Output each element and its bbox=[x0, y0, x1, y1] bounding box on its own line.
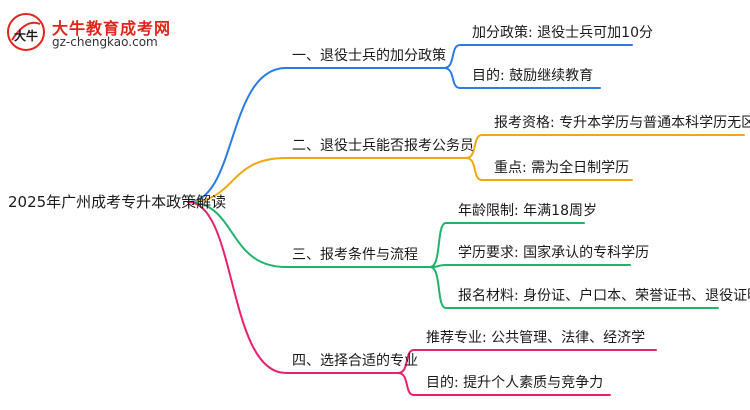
logo-badge-icon: 大牛 bbox=[7, 13, 45, 51]
leaf-connector bbox=[429, 266, 447, 309]
branch-topic: 三、报考条件与流程 bbox=[292, 247, 418, 263]
site-logo[interactable]: 大牛 大牛教育成考网 gz-chengkao.com bbox=[6, 12, 206, 52]
leaf-topic: 推荐专业: 公共管理、法律、经济学 bbox=[426, 330, 646, 346]
logo-url: gz-chengkao.com bbox=[52, 35, 158, 49]
branch-connector bbox=[187, 201, 287, 374]
svg-text:大牛: 大牛 bbox=[14, 28, 38, 43]
branch-connector bbox=[187, 67, 287, 203]
branch-connector bbox=[187, 201, 287, 268]
leaf-connector bbox=[443, 44, 461, 69]
connector-lines bbox=[187, 44, 745, 396]
branch-topic: 四、选择合适的专业 bbox=[292, 353, 418, 369]
leaf-topic: 重点: 需为全日制学历 bbox=[494, 160, 630, 176]
leaf-topic: 年龄限制: 年满18周岁 bbox=[458, 203, 597, 219]
leaf-topic: 加分政策: 退役士兵可加10分 bbox=[472, 25, 653, 41]
logo-title: 大牛教育成考网 bbox=[52, 19, 172, 38]
leaf-connector bbox=[443, 67, 461, 89]
leaf-topic: 报名材料: 身份证、户口本、荣誉证书、退役证明 bbox=[458, 288, 750, 304]
branch-topic: 一、退役士兵的加分政策 bbox=[292, 48, 446, 64]
leaf-connector bbox=[465, 157, 483, 181]
leaf-topic: 学历要求: 国家承认的专科学历 bbox=[458, 245, 650, 261]
leaf-connector bbox=[429, 222, 447, 268]
leaf-topic: 报考资格: 专升本学历与普通本科学历无区别 bbox=[494, 115, 750, 131]
root-topic: 2025年广州成考专升本政策解读 bbox=[8, 193, 227, 211]
leaf-topic: 目的: 鼓励继续教育 bbox=[472, 68, 594, 84]
branch-connector bbox=[187, 157, 287, 203]
branch-topic: 二、退役士兵能否报考公务员 bbox=[292, 138, 474, 154]
leaf-connector bbox=[397, 372, 415, 396]
leaf-topic: 目的: 提升个人素质与竞争力 bbox=[426, 375, 604, 391]
